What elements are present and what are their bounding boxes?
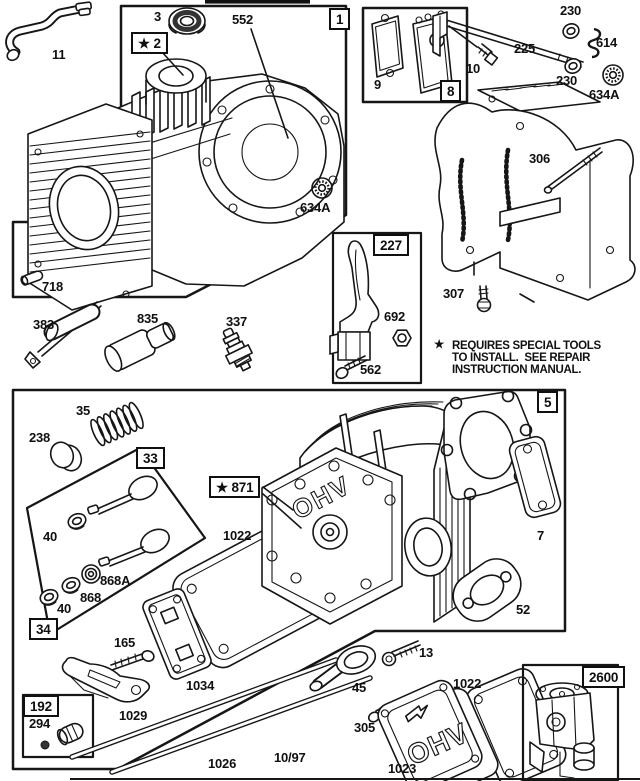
label-238: 238 bbox=[29, 430, 51, 445]
bolt-13-art bbox=[383, 641, 421, 666]
screw-307-art bbox=[478, 286, 491, 312]
rocker-arm-art bbox=[63, 658, 150, 702]
leader-871 bbox=[263, 487, 301, 528]
label-835: 835 bbox=[137, 311, 159, 326]
valve-box-art bbox=[27, 448, 205, 634]
label-7: 7 bbox=[537, 528, 545, 543]
cropped-header-bar bbox=[205, 0, 310, 4]
label-date-code: 10/97 bbox=[274, 750, 306, 765]
label-1029: 1029 bbox=[119, 708, 148, 723]
label-35: 35 bbox=[76, 403, 91, 418]
governor-rod-art bbox=[433, 12, 583, 67]
cover-plate-art bbox=[141, 587, 213, 681]
label-box-8: 8 bbox=[440, 80, 462, 102]
label-box-192: 192 bbox=[23, 695, 59, 717]
plug-kit-box-art bbox=[23, 695, 93, 757]
label-3: 3 bbox=[154, 9, 162, 24]
label-1026: 1026 bbox=[208, 756, 237, 771]
label-box-33: 33 bbox=[136, 447, 165, 469]
label-11: 11 bbox=[52, 47, 66, 62]
label-337: 337 bbox=[226, 314, 248, 329]
label-1034: 1034 bbox=[186, 678, 215, 693]
label-165: 165 bbox=[114, 635, 136, 650]
label-230-top: 230 bbox=[560, 3, 582, 18]
label-box-2: ★ 2 bbox=[131, 32, 168, 54]
label-52: 52 bbox=[516, 602, 531, 617]
label-13: 13 bbox=[419, 645, 434, 660]
grommet-634a-right-art bbox=[603, 65, 623, 85]
label-383: 383 bbox=[33, 317, 55, 332]
screw-165-art bbox=[111, 649, 155, 670]
label-225: 225 bbox=[514, 41, 536, 56]
note-line-2: TO INSTALL. SEE REPAIR bbox=[452, 352, 591, 364]
spark-plug-art bbox=[216, 324, 258, 375]
carburetor-box-art bbox=[523, 665, 618, 780]
label-718: 718 bbox=[42, 279, 64, 294]
oil-seal-art bbox=[169, 8, 205, 34]
label-634a-right: 634A bbox=[589, 87, 620, 102]
note-star-icon: ★ bbox=[434, 339, 445, 351]
leader-10 bbox=[449, 26, 477, 47]
label-box-2600: 2600 bbox=[582, 666, 626, 688]
breather-tube-art bbox=[25, 302, 101, 368]
head-gasket-art bbox=[442, 391, 563, 520]
label-634a-left: 634A bbox=[300, 200, 331, 215]
label-box-34: 34 bbox=[29, 618, 58, 640]
dowel-pin-art bbox=[20, 270, 44, 286]
label-1022-right: 1022 bbox=[453, 676, 482, 691]
label-230-bottom: 230 bbox=[556, 73, 578, 88]
valve-cover-art: OHV bbox=[374, 677, 501, 781]
label-614: 614 bbox=[596, 35, 618, 50]
lower-assembly-box-5 bbox=[13, 390, 565, 769]
label-10: 10 bbox=[466, 61, 481, 76]
label-868a: 868A bbox=[100, 573, 131, 588]
label-307: 307 bbox=[443, 286, 465, 301]
label-box-5: 5 bbox=[537, 391, 559, 413]
oil-hose-art bbox=[5, 2, 91, 62]
label-40-top: 40 bbox=[43, 529, 58, 544]
label-868: 868 bbox=[80, 590, 102, 605]
label-562: 562 bbox=[360, 362, 382, 377]
push-rods-art bbox=[72, 660, 370, 772]
label-305: 305 bbox=[354, 720, 376, 735]
valve-spring-art bbox=[88, 401, 145, 447]
note-line-1: REQUIRES SPECIAL TOOLS bbox=[452, 340, 601, 352]
note-line-3: INSTRUCTION MANUAL. bbox=[452, 364, 582, 376]
leader-552 bbox=[251, 29, 288, 138]
grommet-634a-left-art bbox=[312, 178, 332, 198]
label-306: 306 bbox=[529, 151, 551, 166]
crankcase-assembly-art bbox=[28, 29, 344, 310]
cylinder-head-art: OHV bbox=[262, 402, 470, 624]
tappet-art bbox=[309, 641, 379, 692]
label-1023: 1023 bbox=[388, 761, 417, 776]
label-294: 294 bbox=[29, 716, 51, 731]
exhaust-gasket-art bbox=[445, 550, 530, 629]
spark-plug-boot-art bbox=[101, 317, 178, 373]
valve-cap-art bbox=[47, 439, 85, 474]
screw-10-art bbox=[478, 44, 497, 65]
clip-614-art bbox=[589, 29, 600, 57]
washer-230-top-art bbox=[561, 22, 581, 41]
washer-230-bottom-art bbox=[563, 57, 583, 76]
label-45: 45 bbox=[352, 680, 367, 695]
label-692: 692 bbox=[384, 309, 406, 324]
label-1022-left: 1022 bbox=[223, 528, 252, 543]
cylinder-shield-art bbox=[435, 82, 635, 302]
label-box-1: 1 bbox=[329, 8, 351, 30]
label-40-bottom: 40 bbox=[57, 601, 72, 616]
label-box-227: 227 bbox=[373, 234, 409, 256]
label-552: 552 bbox=[232, 12, 254, 27]
label-box-871: ★ 871 bbox=[209, 476, 261, 498]
control-lever-box-art bbox=[330, 233, 421, 383]
leader-2 bbox=[162, 52, 183, 75]
label-9: 9 bbox=[374, 77, 382, 92]
